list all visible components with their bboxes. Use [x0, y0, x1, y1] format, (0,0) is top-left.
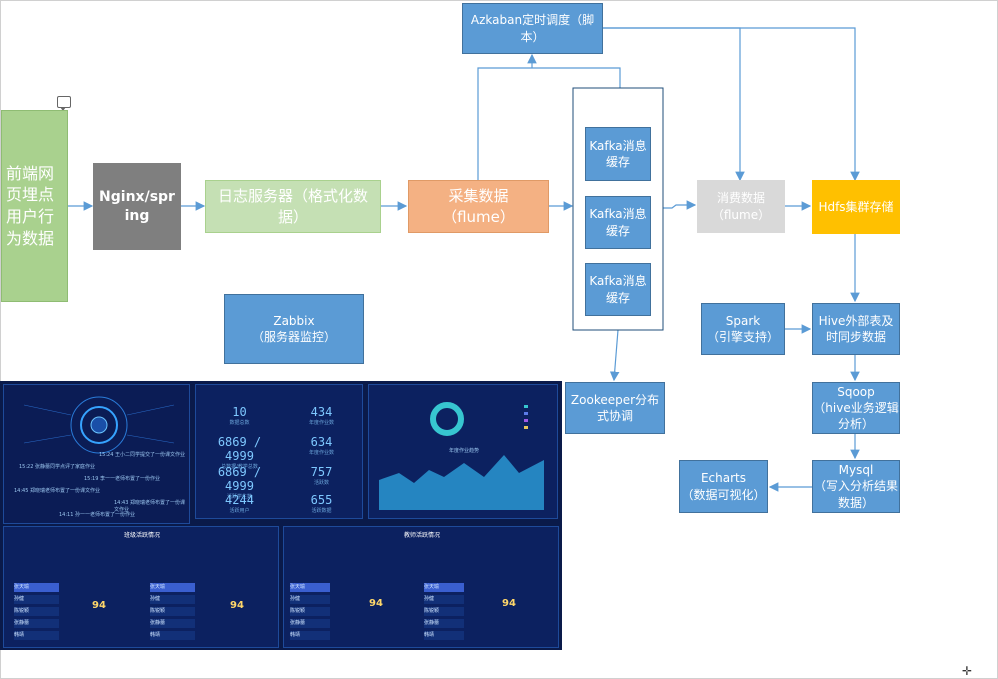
ticker-line: 15:24 王小二同学提交了一份课文作业 [99, 452, 186, 458]
rank-row: 张天瑜 [14, 583, 59, 592]
radar-icon [23, 396, 175, 454]
mysql-node[interactable]: Mysql （写入分析结果数据） [812, 460, 900, 513]
ticker-line: 14:45 郑晓瑞老师布置了一份课文作业 [14, 488, 101, 494]
zabbix-node[interactable]: Zabbix （服务器监控） [224, 294, 364, 364]
panel-title: 教师活跃情况 [404, 532, 441, 539]
rank-row: 陈锐颖 [424, 607, 464, 616]
kafka-group [572, 87, 664, 331]
dashboard-screenshot: 15:24 王小二同学提交了一份课文作业 15:22 张静蕾同学点评了家庭作业 … [0, 381, 562, 650]
collect-subtitle: （flume） [442, 207, 515, 226]
collect-node[interactable]: 采集数据 （flume） [408, 180, 549, 233]
echarts-node[interactable]: Echarts （数据可视化） [679, 460, 768, 513]
rank-row: 张静蕾 [290, 619, 330, 628]
hive-node[interactable]: Hive外部表及时同步数据 [812, 303, 900, 355]
chart-panel: 年度作业趋势 [368, 384, 558, 519]
ticker-line: 15:22 张静蕾同学点评了家庭作业 [19, 464, 95, 470]
rank-row: 陈锐颖 [290, 607, 330, 616]
rank-row: 韩靖 [14, 631, 59, 640]
gauge-value: 94 [502, 598, 516, 609]
consume-subtitle: （flume） [711, 207, 771, 222]
gauge-value: 94 [230, 600, 244, 611]
rank-row: 韩靖 [150, 631, 195, 640]
logserver-label: 日志服务器（格式化数据） [217, 187, 368, 226]
gauge-value: 94 [92, 600, 106, 611]
frontend-node[interactable]: 前端网页埋点用户行为数据 [1, 110, 68, 302]
teacher-activity-panel: 教师活跃情况 张天瑜 孙健 陈锐颖 张静蕾 韩靖 94 张天瑜 孙健 陈锐颖 张… [283, 526, 559, 648]
rank-row: 韩靖 [424, 631, 464, 640]
rank-row: 张天瑜 [424, 583, 464, 592]
kafka-node-1[interactable]: Kafka消息缓存 [585, 127, 651, 181]
rank-row: 孙健 [14, 595, 59, 604]
rank-row: 孙健 [424, 595, 464, 604]
activity-ticker-panel: 15:24 王小二同学提交了一份课文作业 15:22 张静蕾同学点评了家庭作业 … [3, 384, 190, 524]
ticker-line: 14:11 孙一一老师布置了一份作业 [59, 512, 135, 518]
rank-row: 张静蕾 [424, 619, 464, 628]
rank-row: 韩靖 [290, 631, 330, 640]
echarts-label: Echarts （数据可视化） [681, 471, 766, 502]
rank-row: 张静蕾 [150, 619, 195, 628]
arrow-azkaban-hdfs [603, 27, 860, 182]
comment-icon[interactable] [57, 96, 71, 111]
rank-row: 孙健 [290, 595, 330, 604]
hdfs-node[interactable]: Hdfs集群存储 [812, 180, 900, 234]
sqoop-label: Sqoop （hive业务逻辑分析） [813, 384, 899, 432]
rank-row: 张天瑜 [290, 583, 330, 592]
hdfs-label: Hdfs集群存储 [818, 199, 894, 214]
consume-node[interactable]: 消费数据 （flume） [697, 180, 785, 233]
rank-row: 张天瑜 [150, 583, 195, 592]
ticker-line: 14:43 郑晓瑞老师布置了一份课文作业 [114, 500, 185, 513]
kafka-label: Kafka消息缓存 [589, 138, 647, 169]
kafka-node-2[interactable]: Kafka消息缓存 [585, 196, 651, 249]
sqoop-node[interactable]: Sqoop （hive业务逻辑分析） [812, 382, 900, 434]
consume-title: 消费数据 [716, 191, 765, 206]
rank-row: 陈锐颖 [14, 607, 59, 616]
line-loop [477, 67, 621, 180]
zabbix-label: Zabbix （服务器监控） [251, 313, 336, 344]
frontend-label: 前端网页埋点用户行为数据 [6, 163, 55, 248]
panel-title: 班级活跃情况 [124, 532, 161, 539]
chart-title: 年度作业趋势 [449, 448, 480, 454]
gauge-value: 94 [369, 598, 383, 609]
arrow-kafka-consume [663, 200, 697, 210]
area-chart [379, 402, 544, 510]
donut-chart [430, 402, 464, 436]
nginx-label: Nginx/spring [99, 188, 175, 224]
logserver-node[interactable]: 日志服务器（格式化数据） [205, 180, 381, 233]
spark-label: Spark （引擎支持） [706, 313, 779, 344]
zookeeper-node[interactable]: Zookeeper分布式协调 [565, 382, 665, 434]
hive-label: Hive外部表及时同步数据 [818, 313, 894, 344]
mysql-label: Mysql （写入分析结果数据） [813, 463, 898, 510]
kafka-label: Kafka消息缓存 [589, 274, 647, 305]
arrow-kafka-zookeeper [609, 329, 620, 382]
azkaban-node[interactable]: Azkaban定时调度（脚本） [462, 3, 603, 54]
ticker-line: 15:19 李一一老师布置了一份作业 [84, 476, 160, 482]
rank-row: 陈锐颖 [150, 607, 195, 616]
zookeeper-label: Zookeeper分布式协调 [570, 392, 660, 423]
class-activity-panel: 班级活跃情况 张天瑜 孙健 陈锐颖 张静蕾 韩靖 94 张天瑜 孙健 陈锐颖 张… [3, 526, 279, 648]
nginx-node[interactable]: Nginx/spring [93, 163, 181, 250]
collect-title: 采集数据 [448, 187, 509, 206]
spark-node[interactable]: Spark （引擎支持） [701, 303, 785, 355]
kafka-node-3[interactable]: Kafka消息缓存 [585, 263, 651, 316]
azkaban-label: Azkaban定时调度（脚本） [470, 13, 595, 44]
rank-row: 张静蕾 [14, 619, 59, 628]
rank-row: 孙健 [150, 595, 195, 604]
kafka-label: Kafka消息缓存 [589, 207, 647, 238]
move-cursor-icon: ✛ [962, 664, 973, 678]
